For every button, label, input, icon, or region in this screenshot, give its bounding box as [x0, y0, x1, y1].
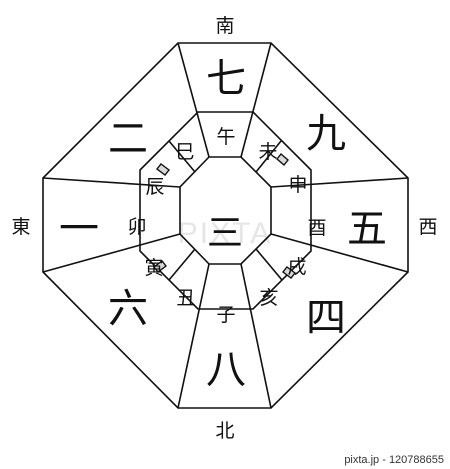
- spokes: [42, 42, 409, 409]
- number-right: 五: [347, 206, 387, 252]
- direction-north: 北: [215, 420, 234, 442]
- branch-xu: 戌: [287, 256, 306, 278]
- number-bottom: 八: [206, 347, 246, 393]
- number-top: 七: [206, 56, 246, 102]
- number-center: 三: [207, 213, 243, 254]
- branch-wu: 午: [216, 126, 235, 148]
- branch-si: 巳: [175, 141, 194, 163]
- direction-west: 西: [418, 216, 437, 238]
- shaded-cell-se: [282, 266, 296, 279]
- branch-chou: 丑: [176, 287, 195, 309]
- branch-wei: 未: [258, 141, 277, 163]
- branch-zi: 子: [216, 304, 235, 326]
- branch-you: 酉: [307, 217, 326, 239]
- branch-hai: 亥: [259, 287, 278, 309]
- shaded-cell-sw: [153, 260, 167, 273]
- branch-yin: 寅: [144, 257, 163, 279]
- direction-east: 東: [11, 216, 30, 238]
- branch-shen: 申: [288, 174, 307, 196]
- number-bottom-right: 四: [306, 295, 346, 341]
- number-bottom-left: 六: [108, 286, 148, 332]
- direction-south: 南: [215, 15, 234, 37]
- number-left: 一: [59, 206, 99, 252]
- branch-dividers: [168, 140, 283, 281]
- number-top-right: 九: [306, 111, 346, 157]
- branch-mao: 卯: [127, 216, 146, 238]
- branch-chen: 辰: [145, 176, 164, 198]
- number-top-left: 二: [108, 116, 148, 162]
- shaded-cell-ne: [276, 152, 289, 167]
- shaded-cell-nw: [156, 163, 170, 176]
- middle-octagon: [139, 111, 312, 310]
- watermark: PIXTA: [178, 217, 272, 250]
- footer-credit: pixta.jp - 120788655: [344, 454, 444, 466]
